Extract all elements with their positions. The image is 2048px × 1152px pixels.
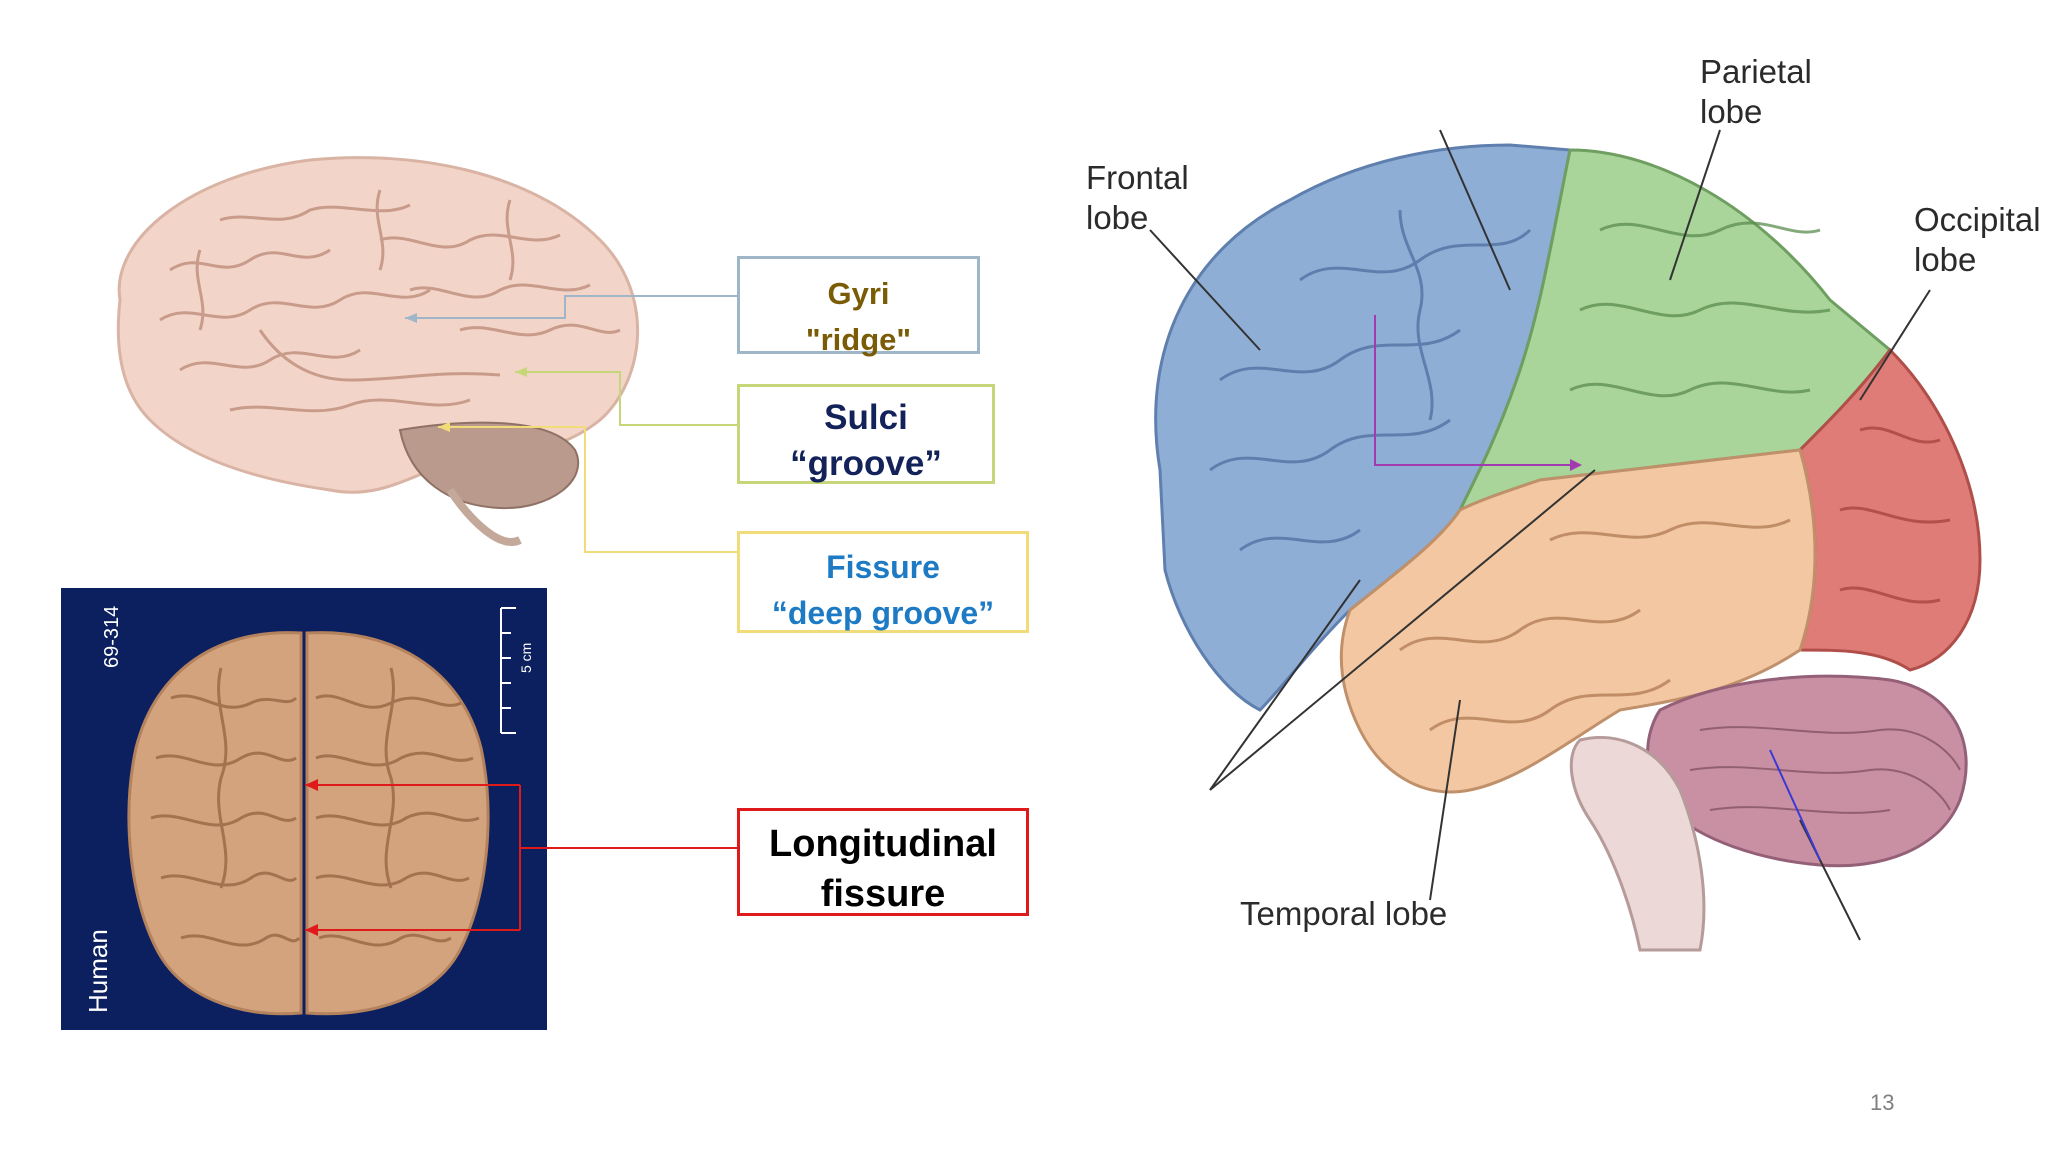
- longitudinal-fissure-label-box: Longitudinal fissure: [737, 808, 1029, 916]
- parietal-lobe-label: Parietal lobe: [1700, 52, 1812, 132]
- fissure-label-box: Fissure “deep groove”: [737, 531, 1029, 633]
- parietal-lobe-label-line2: lobe: [1700, 93, 1763, 130]
- cerebellum-shape: [398, 421, 580, 510]
- sulci-term: Sulci: [824, 398, 908, 437]
- temporal-lobe-label-line1: Temporal lobe: [1240, 895, 1448, 932]
- sulci-meaning: “groove”: [790, 444, 942, 483]
- superior-brain-photo-panel: 69-314 Human: [61, 588, 547, 1030]
- fissure-meaning: “deep groove”: [771, 595, 995, 631]
- frontal-lobe-label: Frontal lobe: [1086, 158, 1189, 238]
- longitudinal-term-line2: fissure: [820, 873, 946, 915]
- parietal-lobe-label-line1: Parietal: [1700, 53, 1812, 90]
- brainstem-region: [1569, 735, 1706, 952]
- frontal-lobe-label-line2: lobe: [1086, 199, 1149, 236]
- longitudinal-term-line1: Longitudinal: [769, 823, 997, 865]
- frontal-lobe-label-line1: Frontal: [1086, 159, 1189, 196]
- sulci-label-box: Sulci “groove”: [737, 384, 995, 484]
- fissure-term: Fissure: [826, 549, 940, 585]
- gyri-meaning: "ridge": [805, 322, 912, 357]
- occipital-lobe-label-line2: lobe: [1914, 241, 1977, 278]
- gyri-label-box: Gyri "ridge": [737, 256, 980, 357]
- scale-bar: [500, 607, 516, 734]
- brain-lobes-diagram: [1149, 129, 1982, 952]
- superior-brain-drawing: 5 cm: [127, 607, 534, 1016]
- scale-bar-label: 5 cm: [518, 643, 534, 673]
- page-number: 13: [1870, 1090, 1895, 1115]
- gyri-term: Gyri: [827, 276, 890, 311]
- occipital-lobe-label: Occipital lobe: [1914, 200, 2041, 280]
- temporal-lobe-label: Temporal lobe: [1240, 894, 1447, 934]
- occipital-lobe-label-line1: Occipital: [1914, 201, 2041, 238]
- lateral-brain-photo: [116, 156, 640, 546]
